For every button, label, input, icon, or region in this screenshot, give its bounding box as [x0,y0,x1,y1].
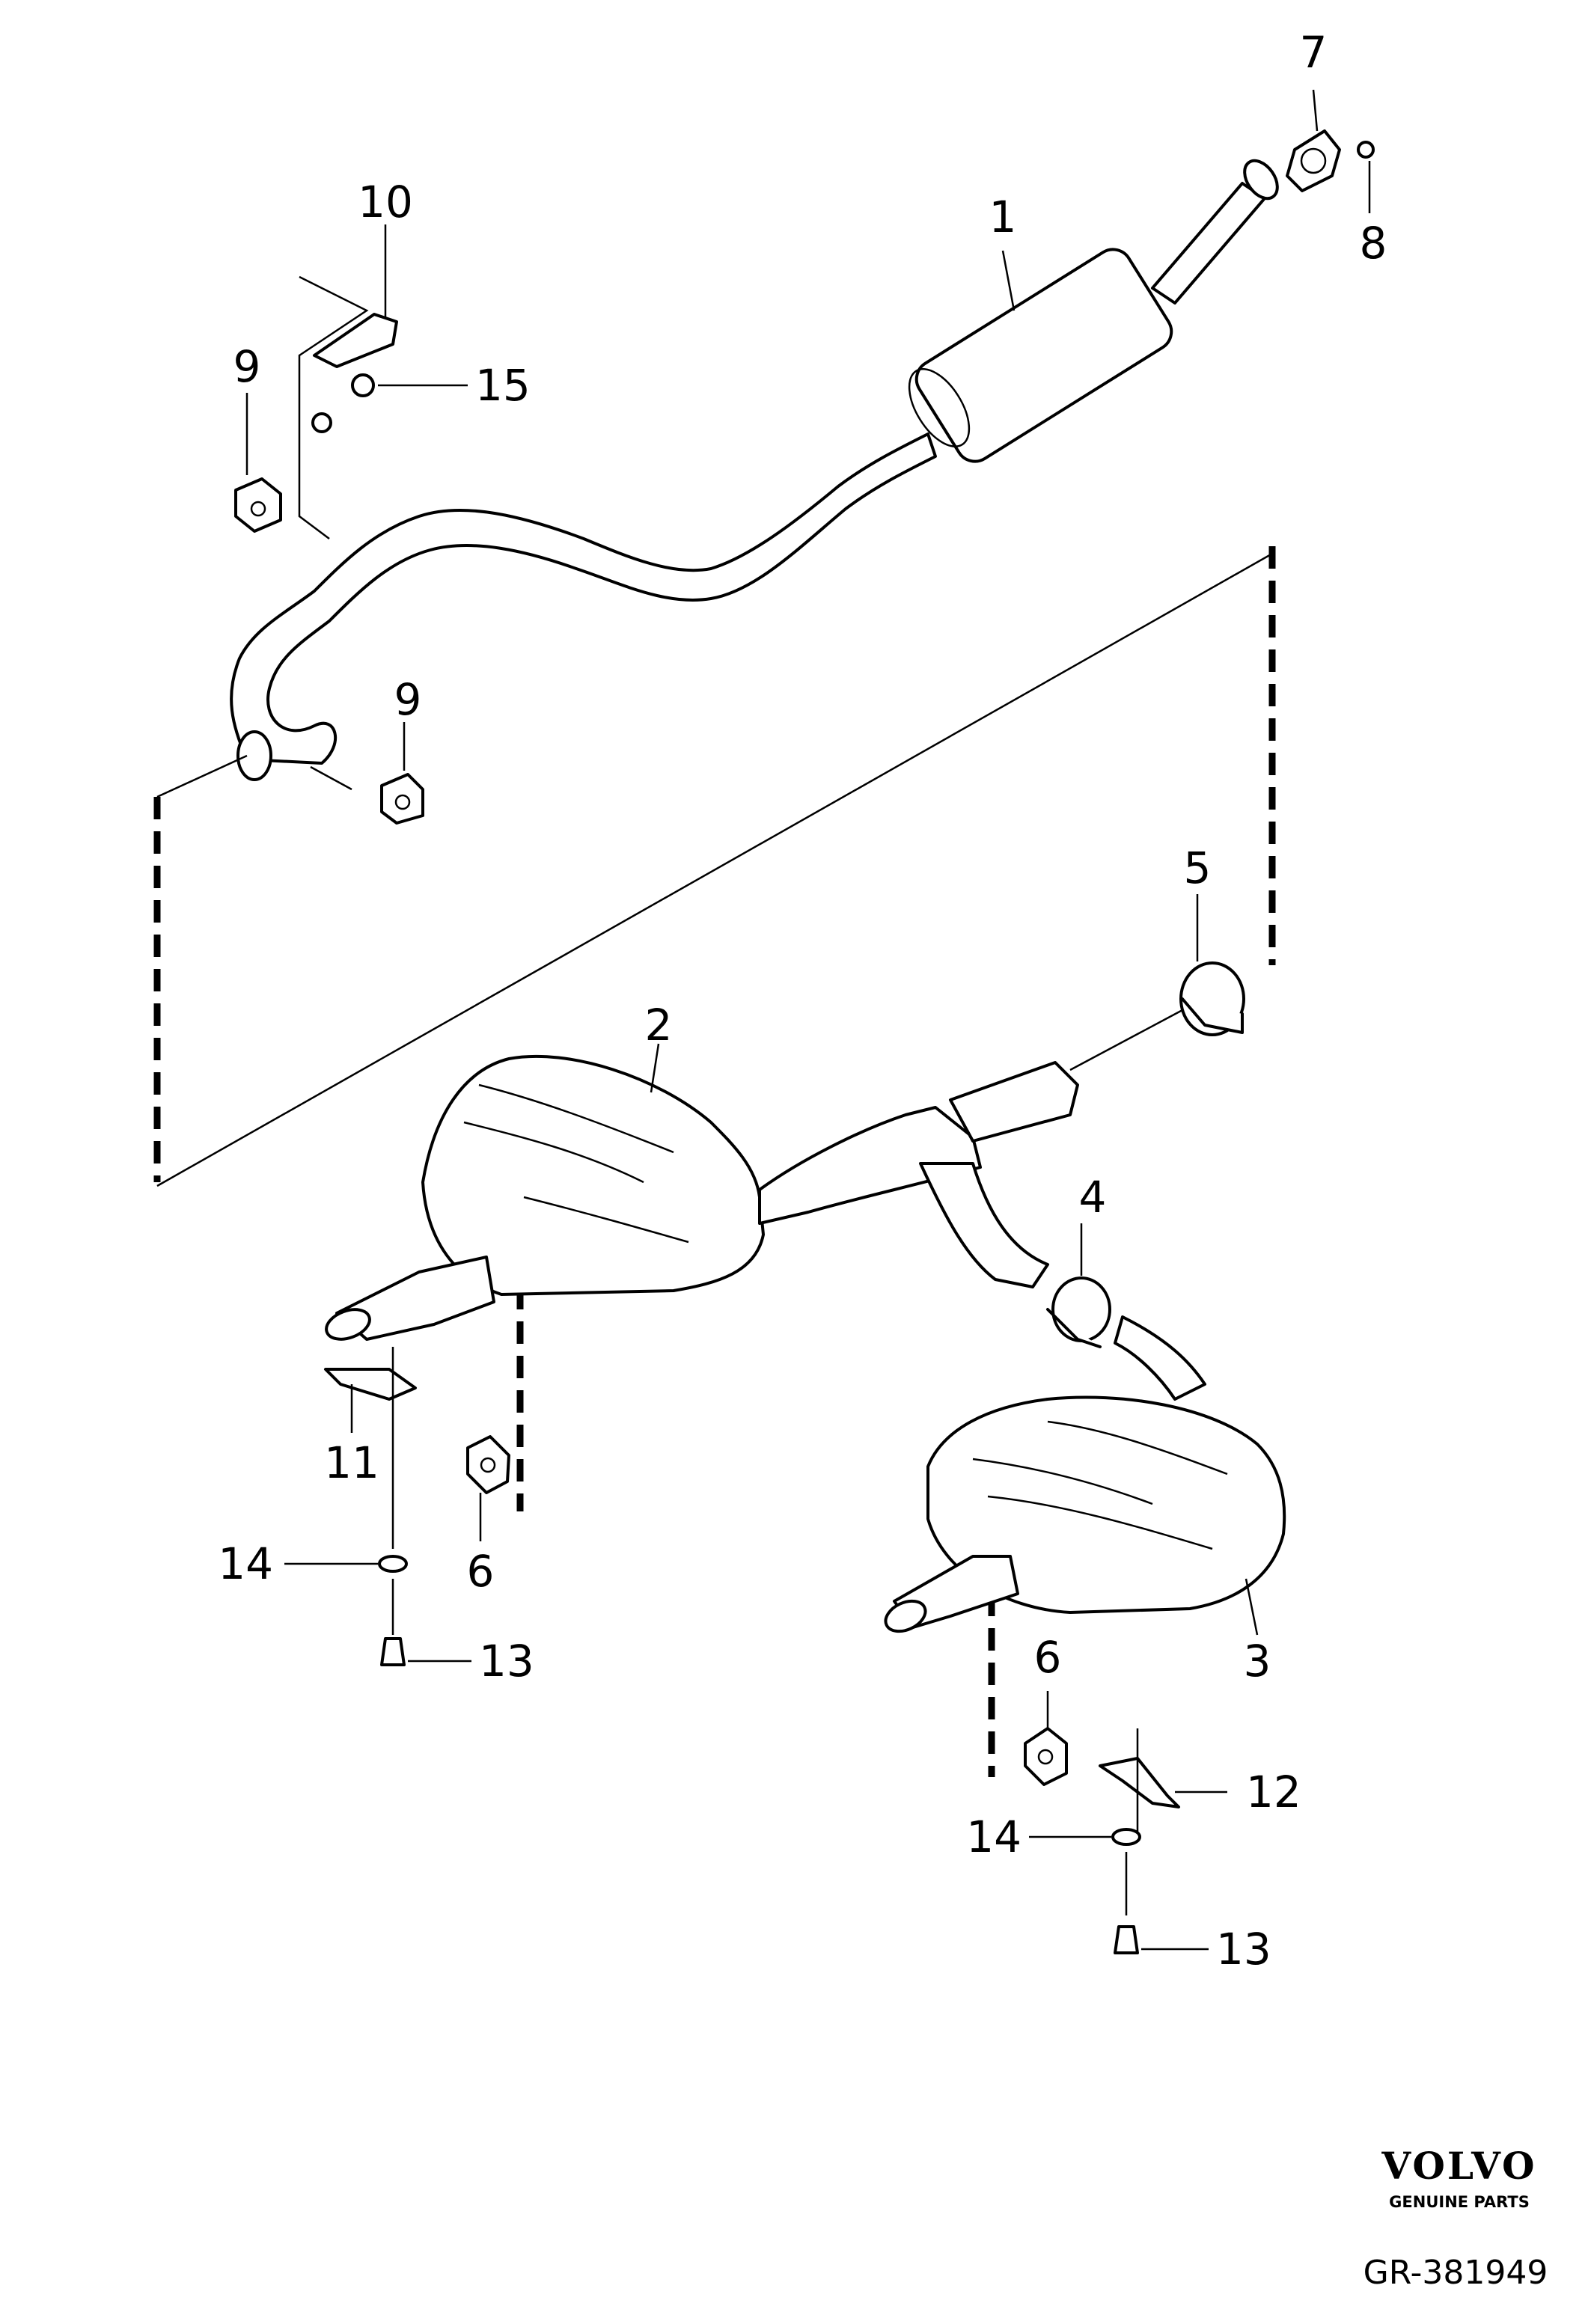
callout-9-lower: 9 [394,674,422,725]
volvo-logo: VOLVO [1381,2144,1536,2188]
rubber-hanger-upper [234,393,282,533]
callout-1: 1 [989,192,1017,242]
callout-4: 4 [1079,1172,1107,1223]
callout-14-right: 14 [966,1811,1022,1862]
callout-14-left: 14 [218,1538,273,1589]
brand-block: VOLVO GENUINE PARTS GR-381949 [1364,2144,1548,2292]
left-hanger-set [284,1347,510,1666]
front-pipe-assembly [230,159,1279,781]
pipe-clamp [1179,894,1245,1036]
flange-nut [1357,141,1375,213]
connection-indicators [153,546,1276,1777]
callout-6-right: 6 [1034,1632,1062,1683]
callout-3: 3 [1244,1636,1271,1687]
callout-15: 15 [475,360,531,411]
callout-2: 2 [645,1000,673,1051]
callout-5: 5 [1184,843,1212,893]
front-hanger-bracket [298,224,468,539]
callout-6-left: 6 [467,1546,495,1597]
drawing-reference: GR-381949 [1364,2254,1548,2292]
flange-gasket [1286,89,1341,192]
callout-11: 11 [324,1437,379,1488]
callout-13-left: 13 [479,1636,534,1687]
callout-7: 7 [1300,27,1328,78]
joint-clamp [919,1162,1206,1401]
brand-tagline: GENUINE PARTS [1389,2193,1530,2211]
callout-13-right: 13 [1216,1924,1271,1975]
callout-9-upper: 9 [233,341,261,392]
rear-silencer-right [884,1395,1286,1636]
callout-labels: 1 2 3 4 5 6 6 7 8 9 9 10 11 12 13 13 14 … [218,27,1387,1975]
rear-silencer-left [325,1043,1079,1341]
right-hanger-set [1024,1691,1227,1954]
callout-8: 8 [1360,218,1387,269]
rubber-hanger-lower [310,722,424,825]
callout-10: 10 [358,177,413,227]
callout-12: 12 [1246,1767,1301,1817]
